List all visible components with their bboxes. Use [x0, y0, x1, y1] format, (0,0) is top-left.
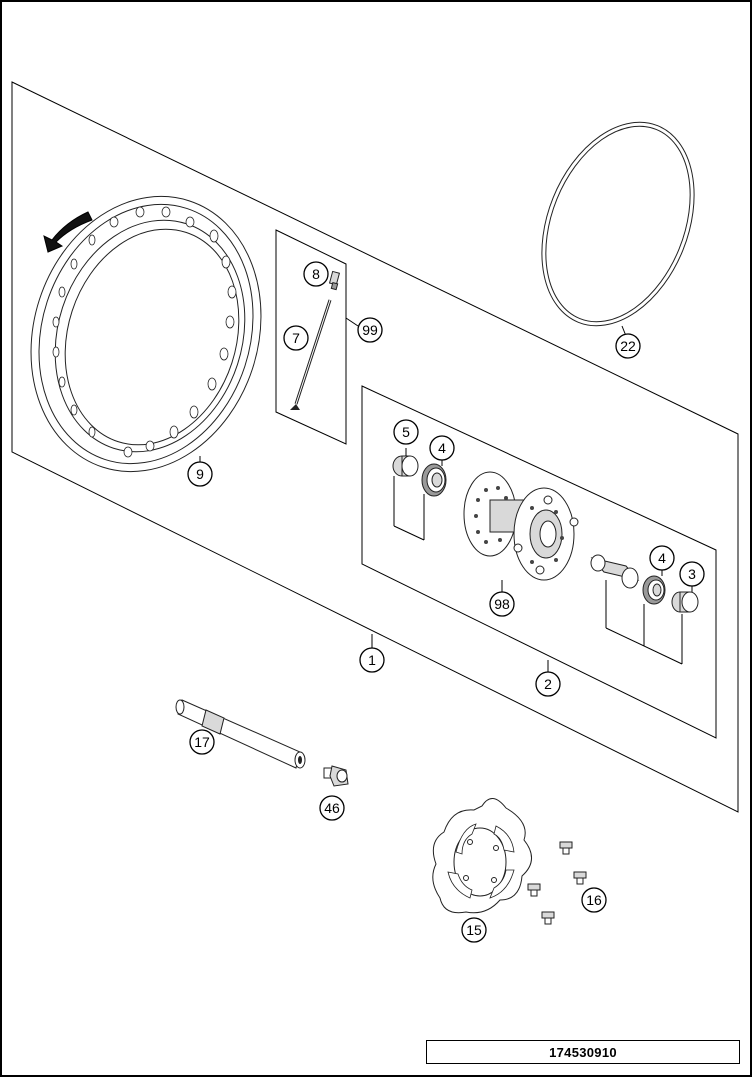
bearing-right [642, 575, 666, 605]
callout-5: 5 [393, 419, 419, 445]
drawing-number: 174530910 [549, 1044, 617, 1060]
callout-4-right: 4 [649, 545, 675, 571]
svg-text:22: 22 [620, 338, 636, 354]
callout-8: 8 [303, 261, 329, 287]
axle-nut [323, 765, 349, 787]
bearing-left [421, 463, 447, 497]
callout-3: 3 [679, 561, 705, 587]
svg-text:17: 17 [194, 734, 210, 750]
svg-text:9: 9 [196, 466, 204, 482]
distance-sleeve [590, 554, 640, 589]
callout-22: 22 [615, 333, 641, 359]
svg-text:1: 1 [368, 652, 376, 668]
callout-15: 15 [461, 917, 487, 943]
assembly-plane-wheel [11, 81, 739, 813]
svg-text:3: 3 [688, 566, 696, 582]
hub-leader-lines [199, 317, 693, 672]
callout-99: 99 [357, 317, 383, 343]
callout-9: 9 [187, 461, 213, 487]
assembly-plane-spokes [275, 229, 347, 445]
svg-text:15: 15 [466, 922, 482, 938]
callout-7: 7 [283, 325, 309, 351]
svg-text:46: 46 [324, 800, 340, 816]
svg-text:4: 4 [658, 550, 666, 566]
spoke-nipple [328, 270, 341, 291]
axle [175, 699, 306, 769]
curved-arrow-icon [43, 211, 93, 253]
callout-46: 46 [319, 795, 345, 821]
callout-2: 2 [535, 671, 561, 697]
rim-tape [541, 121, 695, 327]
svg-text:98: 98 [494, 596, 510, 612]
svg-text:99: 99 [362, 322, 378, 338]
callout-4-left: 4 [429, 435, 455, 461]
disc-bolts [527, 841, 587, 925]
svg-text:4: 4 [438, 440, 446, 456]
callout-98: 98 [489, 591, 515, 617]
drawing-number-box: 174530910 [426, 1040, 740, 1064]
brake-disc [432, 798, 532, 914]
svg-text:2: 2 [544, 676, 552, 692]
svg-text:16: 16 [586, 892, 602, 908]
assembly-plane-hub [361, 385, 717, 739]
callout-1: 1 [359, 647, 385, 673]
spoke [290, 299, 332, 410]
rim [30, 195, 262, 473]
callout-17: 17 [189, 729, 215, 755]
svg-text:7: 7 [292, 330, 300, 346]
callout-16: 16 [581, 887, 607, 913]
svg-text:5: 5 [402, 424, 410, 440]
hub [463, 471, 579, 581]
spacer-left [392, 455, 419, 477]
svg-text:8: 8 [312, 266, 320, 282]
spacer-right [671, 591, 699, 613]
